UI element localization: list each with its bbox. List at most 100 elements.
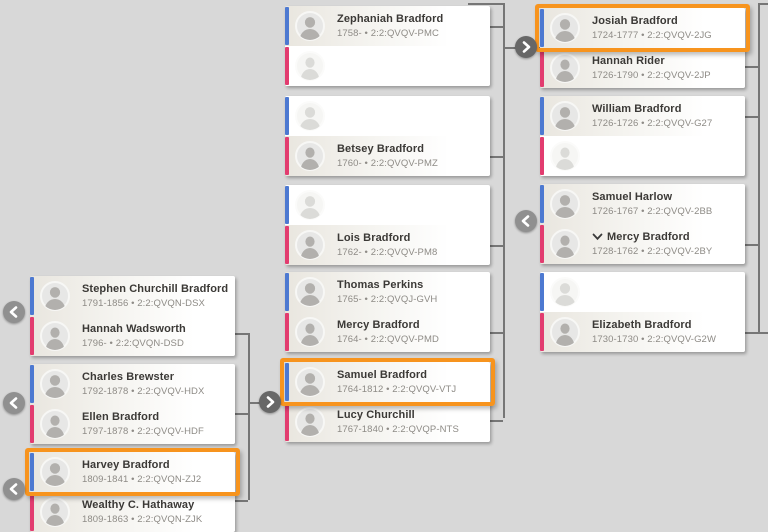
female-avatar-icon [295,407,325,437]
gender-stripe [285,226,289,264]
person-card[interactable]: Hannah Rider 1726-1790 • 2:2:QVQV-2JP [540,48,745,88]
female-avatar-icon [295,51,325,81]
gender-stripe [285,313,289,351]
female-avatar-icon [295,141,325,171]
empty-person-card[interactable] [540,272,745,312]
male-avatar-icon [40,369,70,399]
person-card[interactable]: Stephen Churchill Bradford 1791-1856 • 2:… [30,276,235,316]
person-name: Harvey Bradford [82,459,170,471]
person-name: Wealthy C. Hathaway [82,499,195,511]
male-avatar-icon [550,101,580,131]
person-lifespan-id: 1809-1863 • 2:2:QVQN-ZJK [82,513,203,525]
person-name: Hannah Wadsworth [82,323,186,335]
chevron-left-icon [9,483,18,495]
connector-line [235,413,248,415]
person-name: Samuel Bradford [337,369,428,381]
person-card[interactable]: Hannah Wadsworth 1796- • 2:2:QVQN-DSD [30,316,235,356]
person-name: Betsey Bradford [337,143,425,155]
gender-stripe [285,137,289,175]
male-avatar-icon [40,457,70,487]
person-lifespan-id: 1724-1777 • 2:2:QVQV-2JG [592,29,712,41]
person-name: Charles Brewster [82,371,175,383]
person-card[interactable]: Betsey Bradford 1760- • 2:2:QVQV-PMZ [285,136,490,176]
male-avatar-icon [550,277,580,307]
expand-arrow-button[interactable] [515,36,537,58]
gender-stripe [30,453,34,491]
chevron-right-icon [522,41,531,53]
connector-line [490,26,503,28]
expand-arrow-button[interactable] [259,391,281,413]
person-info: Josiah Bradford 1724-1777 • 2:2:QVQV-2JG [592,15,742,41]
female-avatar-icon [550,317,580,347]
person-info: Stephen Churchill Bradford 1791-1856 • 2:… [82,283,232,309]
gender-stripe [30,365,34,403]
connector-line [490,332,503,334]
person-name: Lois Bradford [337,232,411,244]
person-lifespan-id: 1726-1767 • 2:2:QVQV-2BB [592,205,713,217]
empty-person-card[interactable] [285,46,490,86]
person-lifespan-id: 1728-1762 • 2:2:QVQV-2BY [592,245,713,257]
connector-line [235,500,248,502]
person-lifespan-id: 1760- • 2:2:QVQV-PMZ [337,157,438,169]
gender-stripe [285,186,289,224]
person-card[interactable]: Wealthy C. Hathaway 1809-1863 • 2:2:QVQN-… [30,492,235,532]
empty-person-card[interactable] [540,136,745,176]
right-column-couple: William Bradford 1726-1726 • 2:2:QVQV-G27 [540,96,745,176]
person-lifespan-id: 1767-1840 • 2:2:QVQP-NTS [337,423,459,435]
male-avatar-icon [40,281,70,311]
person-card[interactable]: Josiah Bradford 1724-1777 • 2:2:QVQV-2JG [535,4,750,52]
person-card[interactable]: William Bradford 1726-1726 • 2:2:QVQV-G27 [540,96,745,136]
person-lifespan-id: 1797-1878 • 2:2:QVQV-HDF [82,425,204,437]
person-info: Wealthy C. Hathaway 1809-1863 • 2:2:QVQN-… [82,499,232,525]
connector-line [745,66,758,68]
chevron-left-icon [9,397,18,409]
gender-stripe [285,403,289,441]
person-name: Hannah Rider [592,55,665,67]
right-column-couple: Josiah Bradford 1724-1777 • 2:2:QVQV-2JG H… [535,4,750,88]
male-avatar-icon [550,189,580,219]
gender-stripe [285,363,289,401]
female-avatar-icon [550,53,580,83]
gender-stripe [540,9,544,47]
person-name: Elizabeth Bradford [592,319,692,331]
female-avatar-icon [40,321,70,351]
gender-stripe [540,137,544,175]
person-lifespan-id: 1726-1726 • 2:2:QVQV-G27 [592,117,713,129]
collapse-arrow-button[interactable] [515,210,537,232]
gender-stripe [540,225,544,263]
person-name: William Bradford [592,103,682,115]
empty-person-card[interactable] [285,96,490,136]
collapse-arrow-button[interactable] [3,478,25,500]
person-name: Josiah Bradford [592,15,678,27]
person-lifespan-id: 1726-1790 • 2:2:QVQV-2JP [592,69,711,81]
empty-person-card[interactable] [285,185,490,225]
person-lifespan-id: 1796- • 2:2:QVQN-DSD [82,337,184,349]
collapse-arrow-button[interactable] [3,392,25,414]
person-lifespan-id: 1791-1856 • 2:2:QVQN-DSX [82,297,205,309]
gender-stripe [30,277,34,315]
collapse-arrow-button[interactable] [3,301,25,323]
person-name: Zephaniah Bradford [337,13,444,25]
gender-stripe [540,49,544,87]
female-avatar-icon [295,230,325,260]
person-name: Stephen Churchill Bradford [82,283,229,295]
